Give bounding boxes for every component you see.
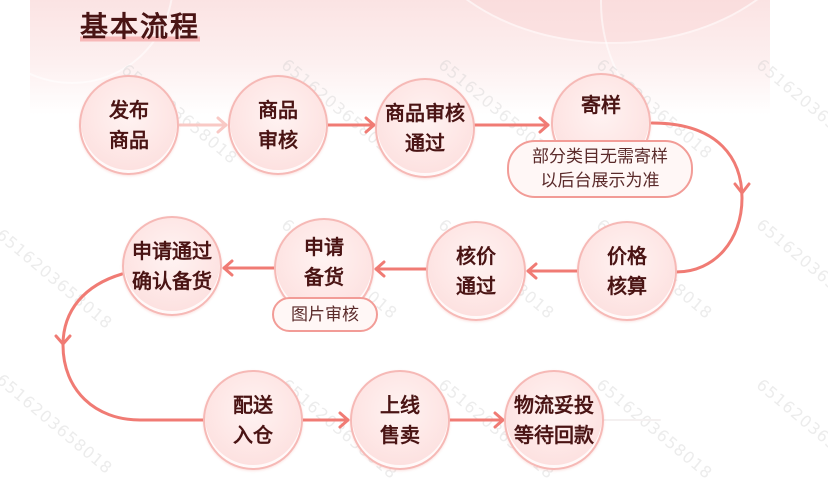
note-line: 以后台展示为准 — [540, 171, 660, 191]
step-label: 通过 — [456, 274, 496, 298]
note-line: 图片审核 — [291, 304, 359, 325]
step-label: 备货 — [304, 265, 344, 289]
step-label: 等待回款 — [514, 423, 594, 447]
step-review-passed: 商品审核 通过 — [375, 78, 475, 178]
step-label: 发布 — [109, 98, 149, 122]
step-label: 确认备货 — [132, 269, 212, 293]
page-title: 基本流程 — [80, 10, 201, 44]
step-label: 上线 — [380, 393, 420, 417]
step-label: 通过 — [405, 131, 445, 155]
step-label: 商品 — [258, 98, 298, 122]
note-send-sample: 部分类目无需寄样 以后台展示为准 — [507, 140, 693, 198]
step-label: 物流妥投 — [514, 393, 594, 417]
step-label: 配送 — [233, 393, 273, 417]
step-go-live: 上线 售卖 — [350, 370, 450, 470]
step-label: 入仓 — [233, 423, 273, 447]
step-label: 审核 — [258, 128, 298, 152]
arrow-sample-to-price — [650, 121, 744, 274]
step-label: 核价 — [456, 244, 496, 268]
step-label: 商品审核 — [385, 101, 465, 125]
step-label: 价格 — [607, 244, 647, 268]
step-product-review: 商品 审核 — [228, 75, 328, 175]
step-label: 寄样 — [581, 93, 621, 117]
note-line: 部分类目无需寄样 — [532, 147, 668, 167]
step-delivered: 物流妥投 等待回款 — [504, 370, 604, 470]
step-label: 核算 — [607, 274, 647, 298]
step-confirm-stock: 申请通过 确认备货 — [122, 216, 222, 316]
arrow-publish-to-review — [178, 116, 228, 134]
step-price-calc: 价格 核算 — [577, 221, 677, 321]
step-label: 申请通过 — [132, 239, 212, 263]
step-publish: 发布 商品 — [79, 75, 179, 175]
step-price-approved: 核价 通过 — [426, 221, 526, 321]
step-label: 售卖 — [380, 423, 420, 447]
step-label: 商品 — [109, 128, 149, 152]
step-warehouse: 配送 入仓 — [203, 370, 303, 470]
note-image-review: 图片审核 — [272, 297, 378, 332]
step-label: 申请 — [304, 235, 344, 259]
